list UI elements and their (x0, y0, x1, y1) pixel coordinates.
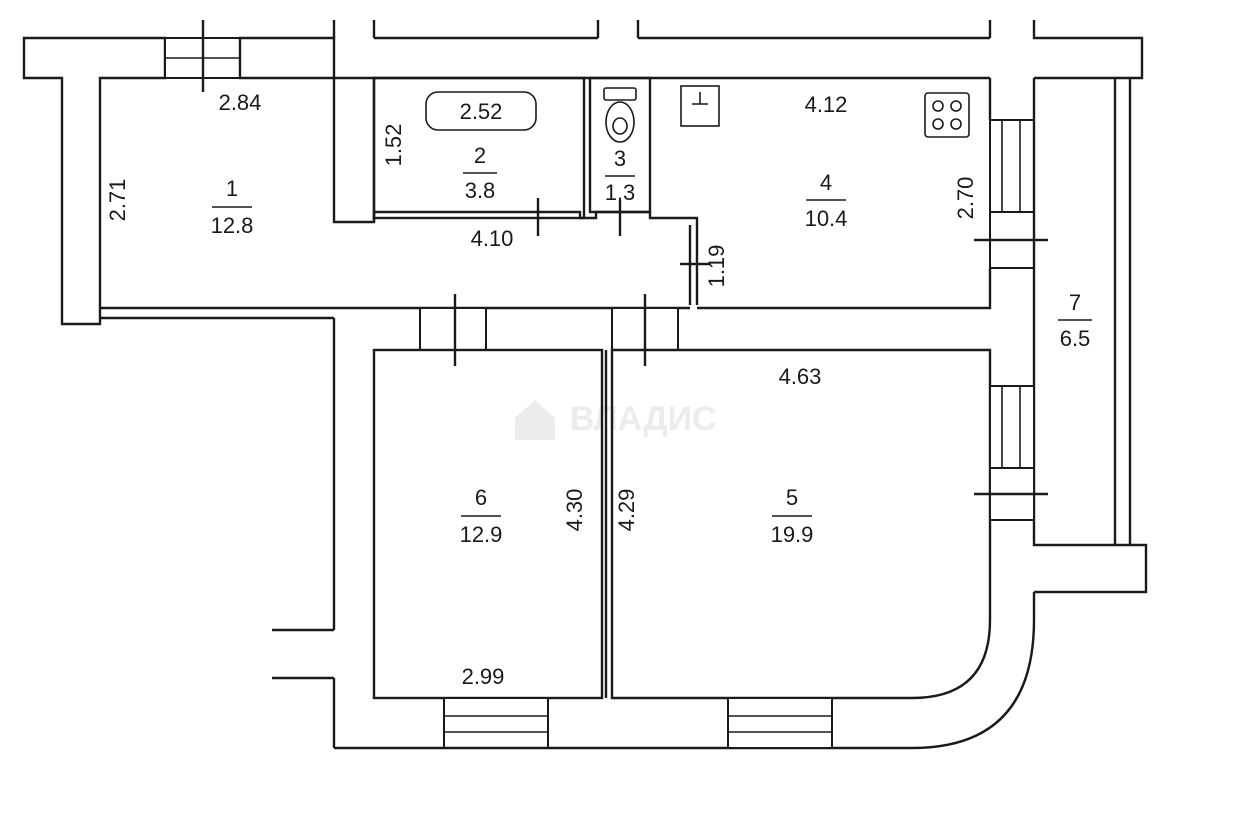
watermark: ВЛАДИС (515, 400, 717, 440)
door-room6-opening (419, 307, 487, 351)
room5-number: 5 (786, 485, 798, 510)
room7-number: 7 (1069, 290, 1081, 315)
middle-walls (272, 294, 679, 748)
room4-area: 10.4 (805, 206, 848, 231)
room2-area: 3.8 (465, 178, 496, 203)
room6-area: 12.9 (460, 522, 503, 547)
room-1: 2.84 2.71 1 12.8 (100, 90, 690, 320)
watermark-text: ВЛАДИС (570, 400, 717, 438)
outer-bottom-wall (334, 592, 1036, 750)
room3-number: 3 (614, 146, 626, 171)
sink-icon (680, 85, 720, 127)
bathtub (425, 91, 537, 131)
dim-room1-depth: 2.71 (105, 179, 130, 222)
balcony-door-room4 (989, 119, 1035, 213)
toilet-tank-icon (603, 87, 637, 101)
dim-room4-width: 4.12 (805, 92, 848, 117)
room-7-balcony: 7 6.5 (1032, 78, 1148, 594)
toilet-bowl-icon (605, 101, 635, 143)
burner-icon (950, 118, 962, 130)
room2-outline (372, 76, 586, 220)
window-room5 (727, 697, 833, 749)
room-2-bath: 2.52 1.52 2 3.8 (372, 76, 586, 236)
dim-room1-width: 2.84 (219, 90, 262, 115)
dim-hall-length: 4.10 (471, 226, 514, 251)
room-4-kitchen: 4.12 2.70 4 10.4 (680, 78, 1048, 310)
room-3-wc: 3 1.3 (588, 76, 652, 236)
window-room6 (443, 697, 549, 749)
room2-number: 2 (474, 143, 486, 168)
room5-outline (610, 348, 992, 700)
room-6: 6 12.9 4.30 2.99 (372, 348, 604, 749)
top-left-wall (22, 36, 167, 326)
room-5: 4.63 4.29 5 19.9 (334, 348, 1048, 750)
room1-area: 12.8 (211, 213, 254, 238)
dim-room4-depth: 2.70 (953, 177, 978, 220)
hall-wall-top (374, 210, 699, 305)
room7-area: 6.5 (1060, 326, 1091, 351)
dim-hall-width: 1.19 (704, 245, 729, 288)
balcony-door-room5 (989, 385, 1035, 469)
room5-area: 19.9 (771, 522, 814, 547)
burner-icon (950, 100, 962, 112)
top-walls (22, 20, 1144, 326)
hallway: 4.10 1.19 (372, 210, 729, 305)
dim-room6-width: 2.99 (462, 664, 505, 689)
balcony-rail (1113, 78, 1132, 545)
room6-number: 6 (475, 485, 487, 510)
toilet-seat-icon (612, 117, 628, 135)
top-wall-a (238, 36, 376, 224)
dim-room5-width: 4.63 (779, 364, 822, 389)
burner-icon (932, 100, 944, 112)
dim-room6-depth: 4.30 (562, 489, 587, 532)
dim-room2-width: 2.52 (460, 99, 503, 124)
dim-room5-depth: 4.29 (614, 489, 639, 532)
room1-number: 1 (226, 176, 238, 201)
stove-icon (924, 92, 970, 138)
sink-tap-icon (692, 92, 708, 105)
house-logo-icon (515, 400, 555, 440)
top-right-wall (1032, 20, 1144, 80)
room4-right-wall (697, 78, 992, 310)
dim-room2-depth: 1.52 (381, 124, 406, 167)
room4-number: 4 (820, 170, 832, 195)
burner-icon (932, 118, 944, 130)
